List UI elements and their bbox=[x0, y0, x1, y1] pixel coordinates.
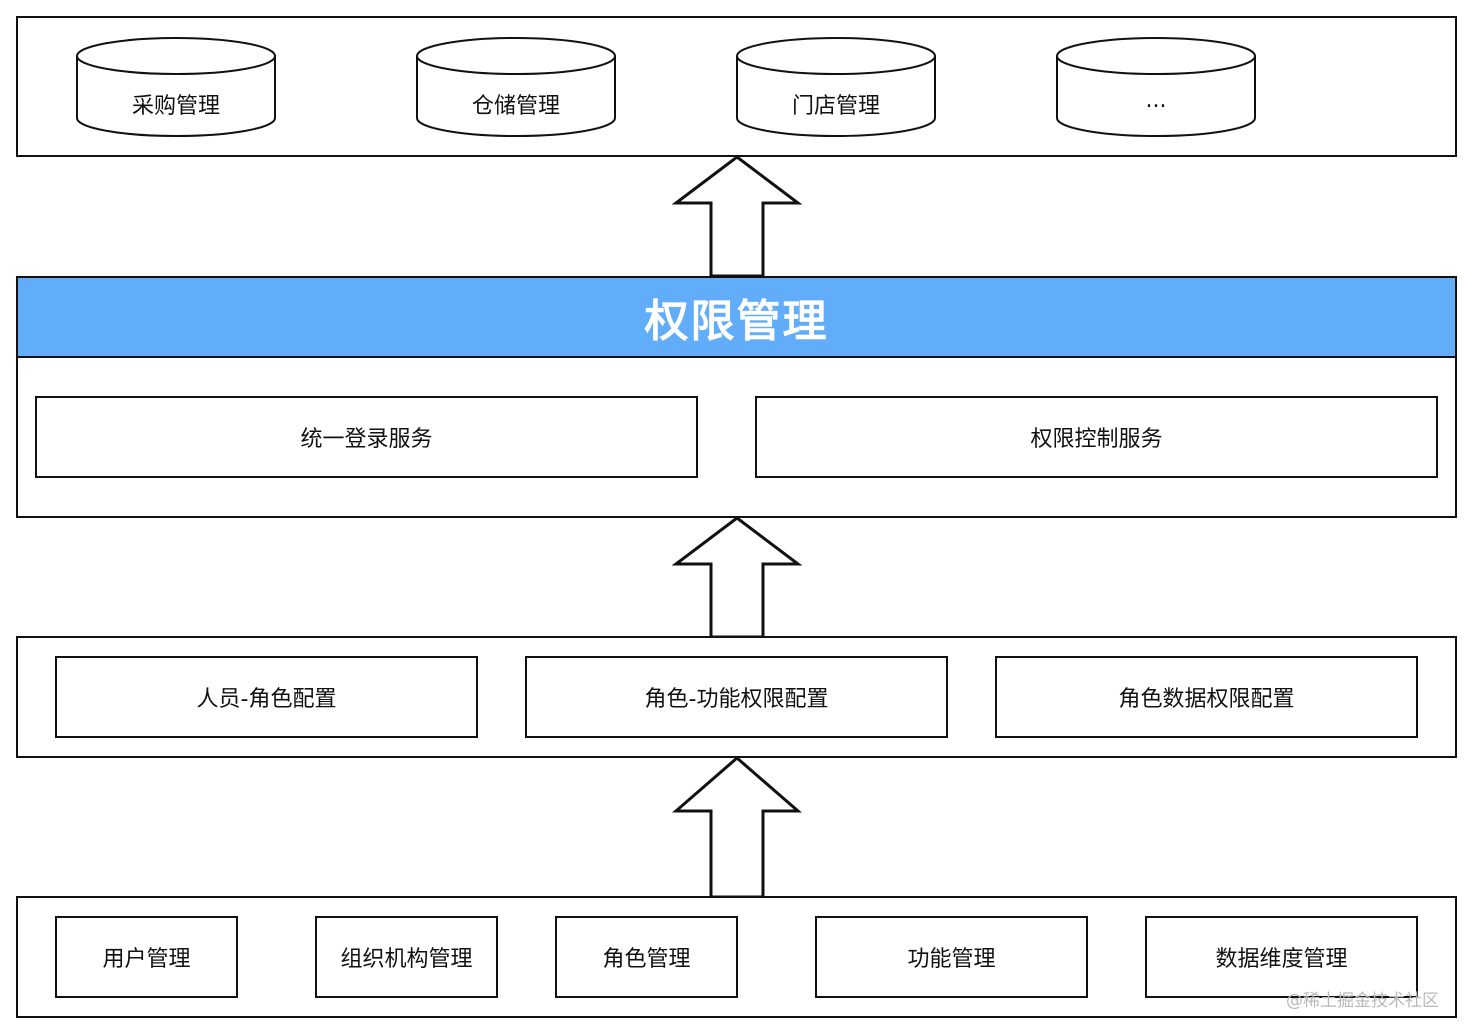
org-management-box: 组织机构管理 bbox=[315, 916, 498, 998]
database-store: 门店管理 bbox=[735, 36, 937, 138]
database-cylinder-icon bbox=[1056, 37, 1256, 137]
database-cylinder-icon bbox=[736, 37, 936, 137]
role-function-config-box: 角色-功能权限配置 bbox=[525, 656, 948, 738]
up-arrow-icon bbox=[672, 756, 802, 899]
function-management-box: 功能管理 bbox=[815, 916, 1088, 998]
auth-management-title: 权限管理 bbox=[16, 276, 1457, 358]
database-label: ... bbox=[1145, 88, 1167, 113]
database-more: ... bbox=[1055, 36, 1257, 138]
database-cylinder-icon bbox=[76, 37, 276, 137]
database-label: 采购管理 bbox=[131, 94, 220, 119]
user-role-config-box: 人员-角色配置 bbox=[55, 656, 478, 738]
access-control-service-box: 权限控制服务 bbox=[755, 396, 1438, 478]
role-management-box: 角色管理 bbox=[555, 916, 738, 998]
up-arrow-icon bbox=[672, 155, 802, 278]
database-label: 仓储管理 bbox=[471, 94, 560, 119]
sso-service-box: 统一登录服务 bbox=[35, 396, 698, 478]
database-warehouse: 仓储管理 bbox=[415, 36, 617, 138]
role-data-config-box: 角色数据权限配置 bbox=[995, 656, 1418, 738]
data-dimension-management-box: 数据维度管理 bbox=[1145, 916, 1418, 998]
up-arrow-icon bbox=[672, 516, 802, 639]
database-cylinder-icon bbox=[416, 37, 616, 137]
watermark-text: @稀土掘金技术社区 bbox=[1286, 991, 1439, 1011]
user-management-box: 用户管理 bbox=[55, 916, 238, 998]
database-label: 门店管理 bbox=[791, 94, 880, 119]
database-purchase: 采购管理 bbox=[75, 36, 277, 138]
